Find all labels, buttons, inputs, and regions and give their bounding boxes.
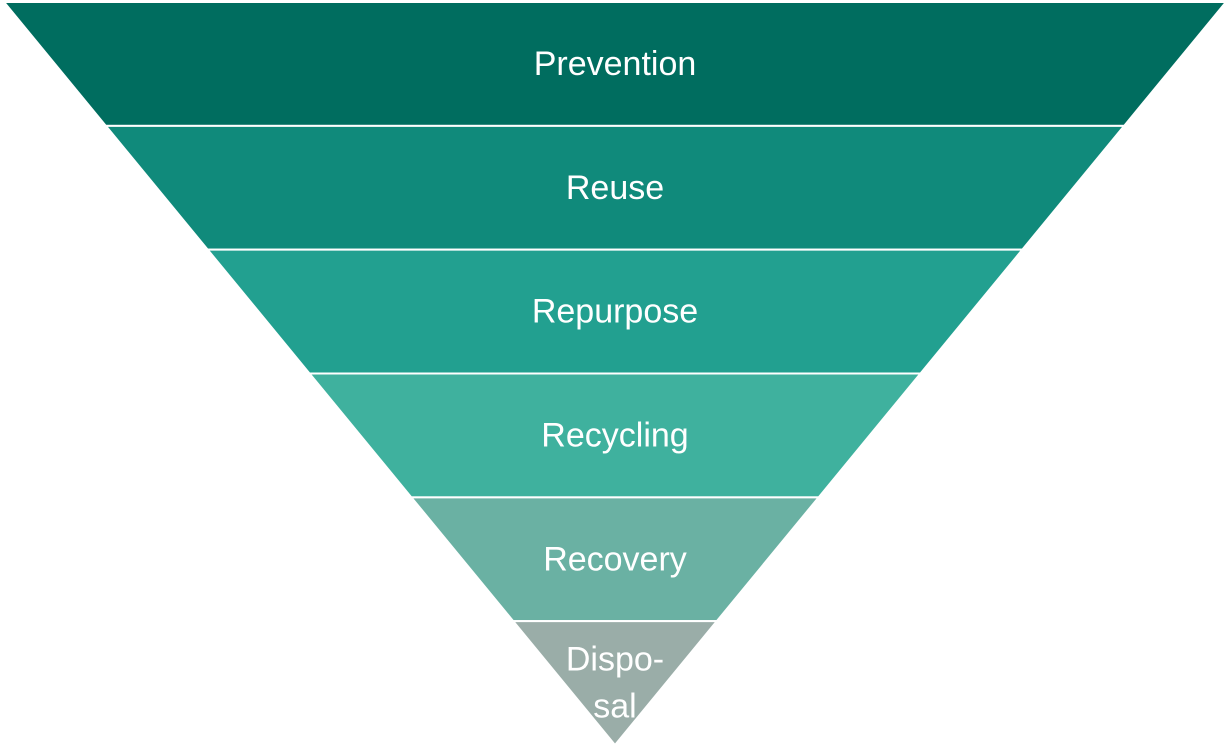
tier-band-dispo-sal	[511, 620, 719, 747]
tier-dispo-sal: Dispo-sal	[511, 620, 719, 747]
tier-reuse: Reuse	[103, 124, 1127, 251]
tier-label-recovery: Recovery	[543, 540, 687, 578]
tier-label-dispo-sal-line-1: Dispo-	[566, 641, 664, 679]
tier-prevention: Prevention	[1, 0, 1229, 127]
tier-label-reuse: Reuse	[566, 169, 664, 207]
tier-recovery: Recovery	[409, 496, 821, 623]
tier-label-repurpose: Repurpose	[532, 293, 698, 331]
tier-label-recycling: Recycling	[541, 416, 688, 454]
tier-label-dispo-sal-line-2: sal	[593, 688, 636, 726]
tier-recycling: Recycling	[307, 372, 923, 499]
tier-label-prevention: Prevention	[534, 45, 697, 83]
tier-repurpose: Repurpose	[205, 248, 1025, 375]
